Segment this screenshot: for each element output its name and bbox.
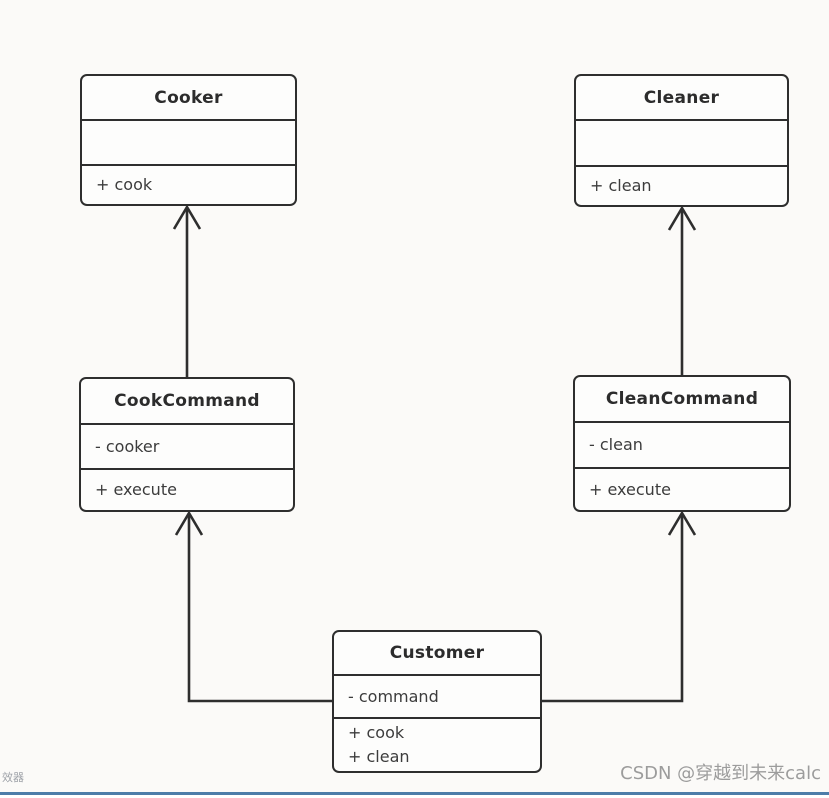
relation-cookcommand-to-cooker-arrowhead-icon — [172, 204, 202, 230]
class-cookcommand-fields: - cooker — [81, 425, 293, 470]
class-cookcommand-methods: + execute — [81, 470, 293, 510]
class-cooker-methods: + cook — [82, 166, 295, 204]
class-customer-fields: - command — [334, 676, 540, 719]
method-item: + clean — [590, 176, 652, 195]
relation-customer-to-cleancommand-line — [542, 515, 684, 703]
relation-customer-to-cleancommand-arrowhead-icon — [667, 510, 697, 536]
class-cooker: Cooker + cook — [80, 74, 297, 206]
class-cleancommand-title: CleanCommand — [575, 377, 789, 423]
method-item: + cook — [348, 723, 405, 742]
method-item: + clean — [348, 747, 410, 766]
field-item: - command — [348, 686, 439, 706]
method-item: + execute — [589, 479, 671, 499]
class-cleaner-methods: + clean — [576, 167, 787, 205]
class-cookcommand: CookCommand - cooker + execute — [79, 377, 295, 512]
class-cleancommand-fields: - clean — [575, 423, 789, 469]
class-customer: Customer - command + cook + clean — [332, 630, 542, 773]
csdn-watermark: CSDN @穿越到未来calc — [620, 763, 821, 784]
class-cleaner-fields — [576, 121, 787, 167]
footer-divider-line — [0, 792, 829, 795]
relation-cleancommand-to-cleaner-arrowhead-icon — [667, 205, 697, 231]
relation-customer-to-cookcommand-line — [187, 515, 332, 703]
method-item: + cook — [96, 175, 153, 194]
class-cooker-fields — [82, 121, 295, 166]
class-cleancommand: CleanCommand - clean + execute — [573, 375, 791, 512]
footer-white-strip — [0, 795, 829, 798]
method-item: + execute — [95, 480, 177, 499]
field-item: - cooker — [95, 436, 160, 456]
class-customer-methods: + cook + clean — [334, 719, 540, 771]
class-cleancommand-methods: + execute — [575, 469, 789, 510]
class-cleaner: Cleaner + clean — [574, 74, 789, 207]
class-cleaner-title: Cleaner — [576, 76, 787, 121]
field-item: - clean — [589, 435, 643, 454]
class-cookcommand-title: CookCommand — [81, 379, 293, 425]
class-customer-title: Customer — [334, 632, 540, 676]
relation-customer-to-cookcommand-arrowhead-icon — [174, 510, 204, 536]
class-cooker-title: Cooker — [82, 76, 295, 121]
corner-text-fragment: 效器 — [2, 771, 24, 784]
